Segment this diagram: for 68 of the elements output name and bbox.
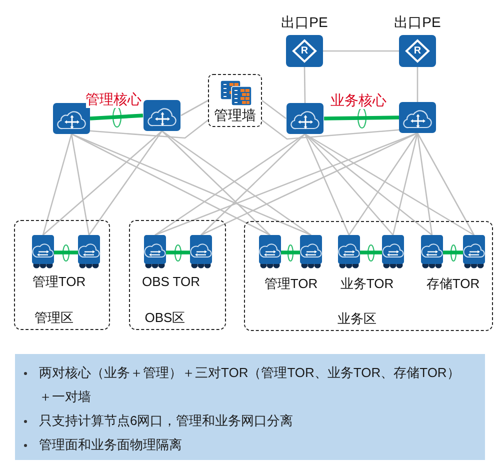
connector-line bbox=[304, 133, 474, 236]
link-line bbox=[360, 250, 382, 254]
zone-label: 管理区 bbox=[34, 310, 74, 326]
cloud-switch-icon bbox=[286, 103, 324, 134]
node-title: 出口PE bbox=[394, 13, 441, 31]
link-line bbox=[324, 116, 400, 120]
connector-line bbox=[348, 132, 418, 236]
connector-line bbox=[70, 134, 90, 236]
connector-line bbox=[162, 130, 270, 236]
tor-switch-icon bbox=[78, 235, 100, 270]
switch-pair-label: 管理TOR bbox=[32, 274, 86, 290]
tor-switch-icon bbox=[463, 235, 485, 270]
connector-line bbox=[304, 134, 350, 236]
connector-line bbox=[304, 134, 432, 236]
connector-line bbox=[200, 132, 418, 236]
switch-pair-label: 业务TOR bbox=[340, 276, 394, 292]
switch-pair-label: 存储TOR bbox=[426, 276, 480, 292]
cloud-switch-icon bbox=[399, 102, 436, 133]
tor-switch-icon bbox=[382, 235, 404, 270]
tor-switch-icon bbox=[32, 235, 54, 270]
connector-line bbox=[416, 67, 418, 102]
connector-line bbox=[416, 132, 475, 236]
router-letter: R bbox=[300, 46, 308, 56]
cloud-switch-icon bbox=[143, 100, 181, 131]
tor-switch-icon bbox=[190, 235, 212, 270]
firewall-group-box bbox=[208, 74, 262, 127]
bullet-text: 两对核心（业务＋管理）＋三对TOR（管理TOR、业务TOR、存储TOR）＋一对墙 bbox=[39, 364, 461, 406]
connector-line bbox=[304, 134, 394, 236]
link-line bbox=[90, 114, 144, 120]
connector-line bbox=[88, 130, 163, 236]
node-label: 管理墙 bbox=[214, 106, 256, 124]
link-line bbox=[443, 250, 463, 254]
connector-line bbox=[200, 134, 306, 236]
note-panel bbox=[15, 354, 485, 460]
tor-switch-icon bbox=[300, 235, 322, 270]
tor-switch-icon bbox=[338, 235, 360, 270]
edge-label: 管理核心 bbox=[86, 91, 142, 108]
bullet-text: 只支持计算节点6网口，管理和业务网口分离 bbox=[39, 412, 294, 430]
zone-label: 业务区 bbox=[338, 311, 376, 327]
connector-line bbox=[416, 132, 433, 236]
connector-line bbox=[392, 132, 418, 236]
node-title: 出口PE bbox=[281, 13, 328, 31]
connector-line bbox=[304, 67, 306, 103]
link-line bbox=[166, 250, 190, 254]
tor-switch-icon bbox=[144, 235, 166, 270]
zone-box bbox=[129, 220, 226, 330]
zone-box bbox=[14, 220, 110, 330]
connector-line bbox=[90, 120, 208, 139]
edge-label: 业务核心 bbox=[330, 92, 386, 109]
connector-line bbox=[71, 133, 312, 236]
zone-box bbox=[244, 221, 493, 331]
connector-line bbox=[262, 120, 400, 140]
connector-line bbox=[71, 133, 270, 236]
connector-line bbox=[180, 100, 208, 116]
switch-pair-label: OBS TOR bbox=[142, 274, 200, 290]
switch-pair-label: 管理TOR bbox=[264, 276, 318, 292]
link-line bbox=[281, 250, 300, 254]
router-letter: R bbox=[414, 46, 422, 56]
connector-line bbox=[42, 134, 72, 236]
connector-line bbox=[154, 132, 418, 236]
connector-line bbox=[42, 130, 162, 236]
connector-line bbox=[262, 100, 286, 120]
tor-switch-icon bbox=[259, 235, 281, 270]
bullet-text: 管理面和业务面物理隔离 bbox=[39, 436, 183, 454]
zone-label: OBS区 bbox=[144, 310, 186, 326]
tor-switch-icon bbox=[421, 235, 443, 270]
link-line bbox=[54, 250, 78, 254]
connector-line bbox=[323, 50, 399, 52]
